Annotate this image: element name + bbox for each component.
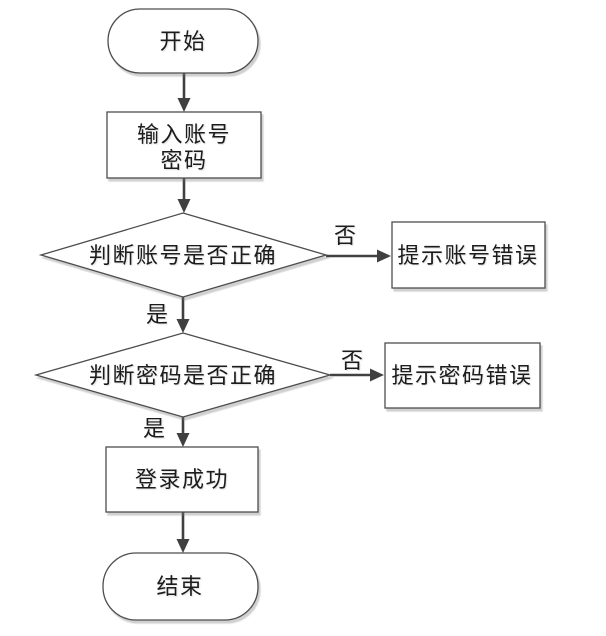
node-end-label: 结束: [156, 575, 203, 600]
node-start-terminator: [107, 8, 259, 74]
node-check-password-decision: [33, 332, 333, 418]
edge-check-account-no: [326, 249, 391, 263]
arrowhead-icon: [177, 98, 191, 112]
node-login-success-process: [105, 446, 259, 513]
edge-start-to-input: [177, 73, 191, 112]
edge-input-to-check-account: [177, 178, 191, 213]
node-password-error-process: [384, 342, 541, 409]
edge-success-to-end: [176, 512, 190, 553]
arrowhead-icon: [176, 539, 190, 553]
arrowhead-icon: [377, 249, 391, 263]
node-check-account-label: 判断账号是否正确: [89, 244, 277, 269]
node-account-error-label: 提示账号错误: [397, 244, 538, 269]
arrowhead-icon: [177, 199, 191, 213]
labels-layer: 开始 输入账号 密码 判断账号是否正确 提示账号错误 判断密码是否正确 提示密码…: [89, 30, 538, 600]
node-input-label-line1: 输入账号: [137, 123, 231, 148]
arrowhead-icon: [370, 368, 384, 382]
node-start-label: 开始: [159, 30, 206, 55]
node-input-label-line2: 密码: [160, 149, 207, 174]
node-input-process: [106, 111, 262, 179]
edge-check-password-yes: [176, 417, 190, 447]
edges-layer: [176, 73, 391, 553]
node-check-password-label: 判断密码是否正确: [89, 364, 277, 389]
node-login-success-label: 登录成功: [135, 468, 229, 493]
arrowhead-icon: [176, 319, 190, 333]
edge-check-account-yes: [176, 297, 190, 333]
node-password-error-label: 提示密码错误: [391, 364, 532, 389]
edge-label-password-yes: 是: [143, 417, 165, 442]
arrowhead-icon: [176, 433, 190, 447]
node-account-error-process: [391, 221, 546, 289]
edge-check-password-no: [330, 368, 384, 382]
edge-label-account-no: 否: [334, 224, 356, 249]
shapes-layer: [33, 8, 546, 621]
edge-label-account-yes: 是: [146, 303, 168, 328]
node-end-terminator: [102, 552, 259, 621]
edge-label-password-no: 否: [341, 349, 363, 374]
node-check-account-decision: [38, 212, 329, 298]
